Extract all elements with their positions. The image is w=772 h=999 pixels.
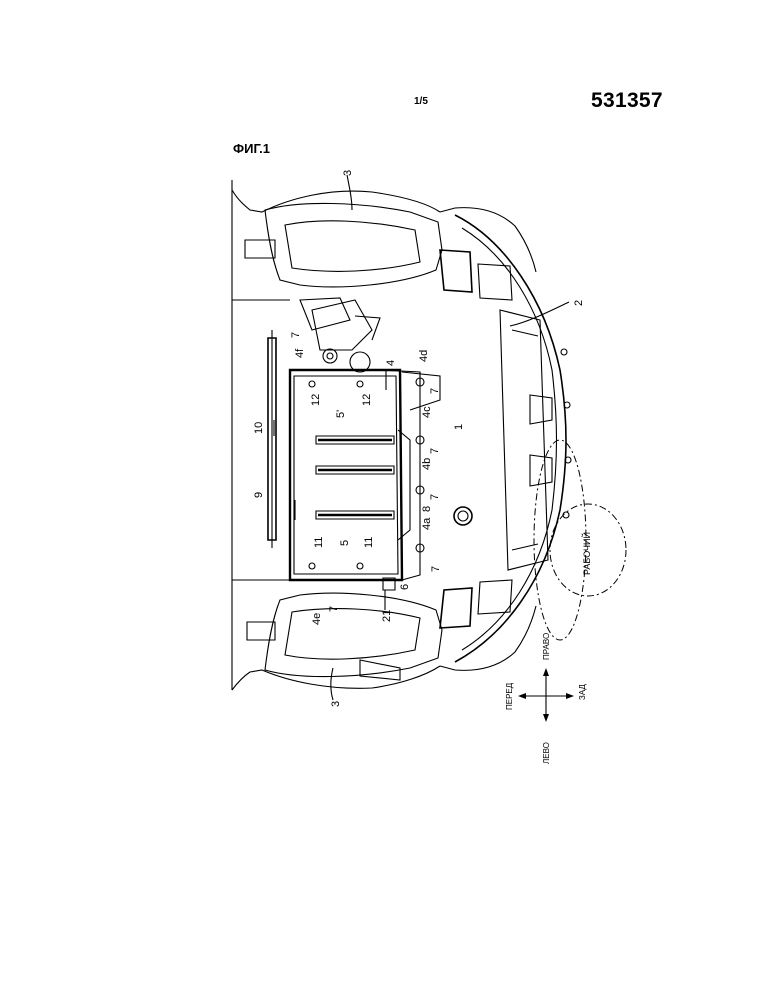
ref-11-b: 11 (363, 537, 375, 548)
ref-7-d: 7 (429, 494, 441, 500)
direction-compass: ПЕРЕД ЗАД ЛЕВО ПРАВО (505, 633, 587, 764)
ref-4: 4 (385, 360, 397, 366)
ref-8: 8 (421, 506, 433, 512)
direction-left: ЛЕВО (542, 742, 551, 764)
ref-21: 21 (381, 610, 393, 622)
wheel-housing-lower (265, 580, 512, 680)
working-zone-label: РАБОЧИЙ (581, 532, 592, 575)
ref-3-upper: 3 (342, 170, 354, 176)
ref-7-e: 7 (430, 566, 442, 572)
direction-front: ПЕРЕД (505, 682, 514, 710)
ref-2: 2 (573, 300, 585, 306)
ref-12-b: 12 (361, 394, 373, 406)
ref-4e: 4e (311, 613, 323, 625)
ref-7-b: 7 (429, 388, 441, 394)
ref-4a: 4a (421, 517, 433, 530)
ref-4b: 4b (421, 458, 433, 470)
ref-9: 9 (253, 492, 265, 498)
ref-5: 5 (339, 540, 351, 546)
ref-7-a: 7 (290, 332, 302, 338)
ref-4f: 4f (294, 348, 306, 358)
direction-rear: ЗАД (578, 684, 587, 700)
ref-10: 10 (253, 422, 265, 434)
direction-right: ПРАВО (542, 633, 551, 660)
ref-1: 1 (453, 424, 465, 430)
ref-12-a: 12 (310, 394, 322, 406)
guide-rod (268, 330, 276, 548)
ref-4d: 4d (418, 350, 430, 362)
ref-7-c: 7 (429, 448, 441, 454)
ref-3-lower: 3 (330, 701, 342, 707)
ref-5-prime: 5' (335, 410, 347, 418)
ref-6: 6 (399, 584, 411, 590)
ref-4c: 4c (421, 406, 433, 418)
ref-7-f: 7 (328, 606, 340, 612)
ref-11-a: 11 (313, 537, 325, 548)
wheel-housing-upper (265, 203, 512, 330)
